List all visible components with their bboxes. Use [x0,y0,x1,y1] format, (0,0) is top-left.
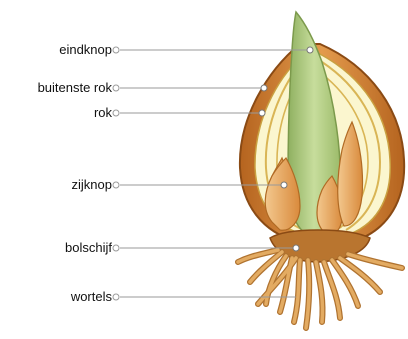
label-rok: rok [94,105,112,121]
label-buitenste-rok: buitenste rok [38,80,112,96]
label-bolschijf: bolschijf [65,240,112,256]
label-wortels: wortels [71,289,112,305]
label-zijknop: zijknop [72,177,112,193]
label-eindknop: eindknop [59,42,112,58]
leader-start-dots [113,47,119,300]
